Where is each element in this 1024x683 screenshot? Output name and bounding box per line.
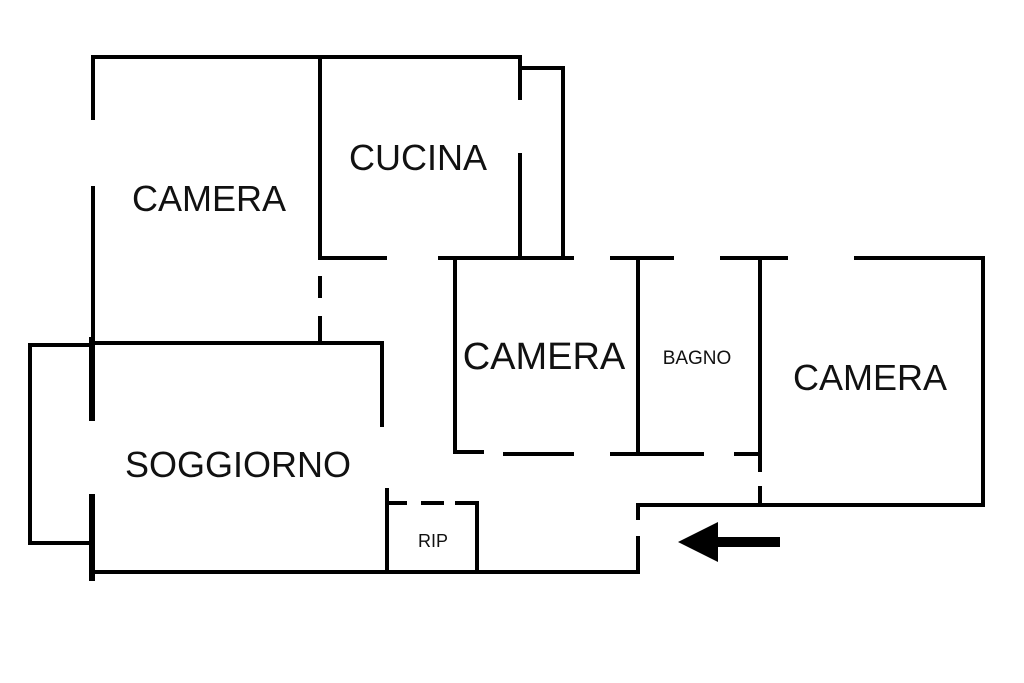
room-label-cucina: CUCINA [349,137,487,178]
room-label-bagno: BAGNO [663,348,732,369]
room-label-soggiorno: SOGGIORNO [125,444,351,485]
arrow-left-icon [678,522,780,562]
walls [28,55,985,581]
room-label-camera-right: CAMERA [793,357,947,398]
room-label-ripostiglio: RIP [418,531,448,551]
room-label-camera-center: CAMERA [463,336,626,378]
room-label-camera-top-left: CAMERA [132,178,286,219]
